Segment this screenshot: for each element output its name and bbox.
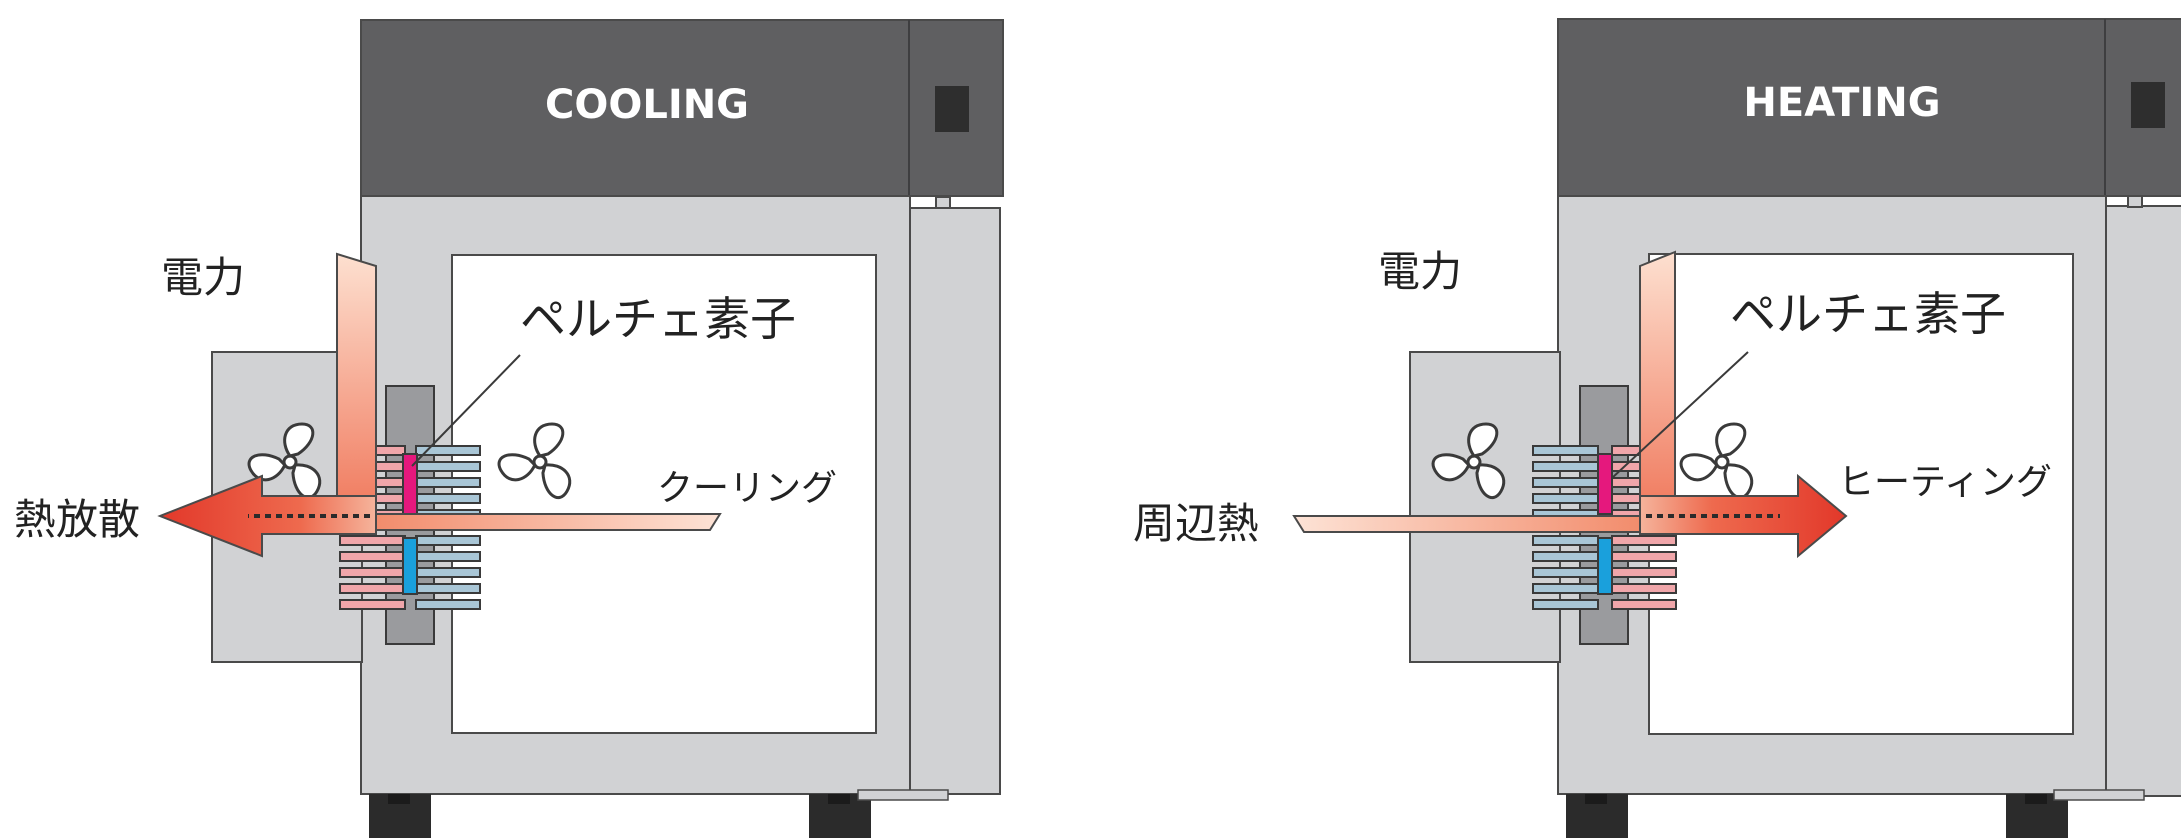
cabinet-window <box>451 254 877 734</box>
cabinet-window <box>1648 253 2074 735</box>
heating-label: ヒーティング <box>1838 462 2052 503</box>
peltier-leader-line <box>411 354 521 467</box>
cabinet-top <box>1557 18 2181 197</box>
control-display-icon <box>935 86 969 132</box>
cabinet-side-panel <box>909 207 1001 795</box>
peltier-element-hot-side <box>1597 453 1613 515</box>
cabinet-side-panel <box>2105 205 2181 797</box>
peltier-label: ペルチェ素子 <box>520 292 796 346</box>
door-hinge <box>2127 195 2143 208</box>
control-display-icon <box>2131 82 2165 128</box>
cooling-label: クーリング <box>657 468 837 509</box>
cabinet-top <box>360 19 1004 197</box>
peltier-label: ペルチェ素子 <box>1730 287 2006 341</box>
ambient-heat-arrow <box>1292 515 1641 533</box>
power-label: 電力 <box>1378 247 1462 296</box>
peltier-element-cold-side <box>402 537 418 595</box>
mode-header: HEATING <box>1743 80 1940 126</box>
cooling-output-arrow <box>375 513 722 531</box>
cooling-panel: COOLING <box>14 19 1004 838</box>
cold-side-fins <box>1532 445 1599 610</box>
ambient-heat-label: 周辺熱 <box>1133 499 1259 548</box>
peltier-leader-line <box>1611 351 1749 479</box>
power-arrow <box>336 252 377 513</box>
peltier-element-cold-side <box>1597 537 1613 595</box>
heat-dissipation-label: 熱放散 <box>14 495 140 544</box>
heating-panel: HEATING <box>1133 18 2181 838</box>
mode-header: COOLING <box>545 82 749 128</box>
external-heatsink-box <box>1409 351 1561 663</box>
heating-output-arrow <box>1639 473 1848 559</box>
power-arrow <box>1639 250 1676 513</box>
power-label: 電力 <box>161 253 245 302</box>
door-hinge <box>935 196 951 209</box>
